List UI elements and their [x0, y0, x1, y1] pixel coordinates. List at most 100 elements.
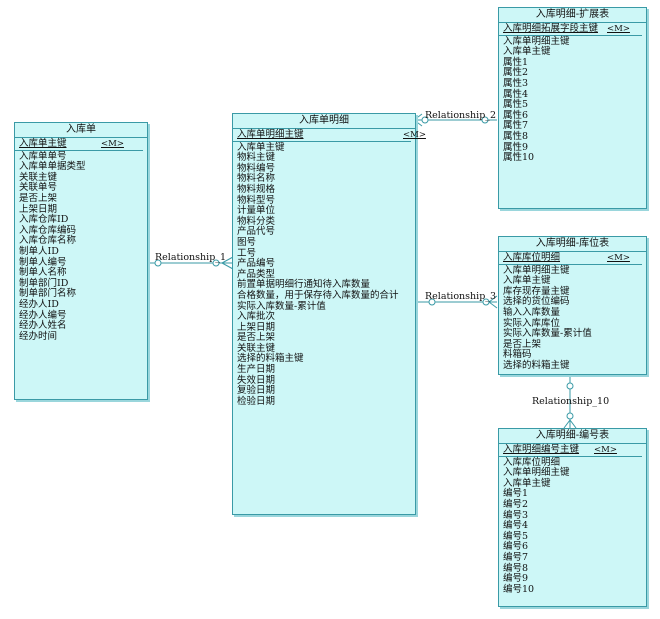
pk-divider: [499, 263, 642, 265]
attribute-row: 入库批次: [237, 311, 276, 323]
relationship-1-end-a: [154, 259, 162, 267]
attribute-row: 编号7: [503, 551, 529, 563]
relationship-1-label[interactable]: Relationship_1: [155, 252, 227, 263]
relationship-3-crowfoot-a: [488, 295, 498, 303]
attribute-row: 计量单位: [237, 205, 276, 217]
attribute-row: 入库单主键: [503, 275, 551, 287]
attribute-row: 检验日期: [237, 395, 276, 407]
attribute-row: 关联主键: [19, 171, 58, 183]
attribute-row: 物料分类: [237, 215, 276, 227]
attribute-row: 是否上架: [19, 192, 58, 204]
pk-divider: [499, 34, 642, 36]
attribute-row: 编号3: [503, 509, 529, 521]
attribute-row: 制单部门ID: [19, 277, 69, 289]
attribute-row: 入库仓库编码: [19, 224, 77, 236]
attribute-row: 输入入库数量: [503, 306, 561, 318]
attribute-row: 上架日期: [237, 321, 276, 333]
attribute-row: 经办时间: [19, 330, 58, 342]
attribute-row: 入库单明细主键: [503, 467, 570, 479]
pk-label: 入库库位明细: [503, 252, 561, 263]
attribute-row: 物料名称: [237, 173, 276, 185]
pk-divider: [15, 149, 143, 151]
relationship-2-end-b: [481, 116, 489, 124]
entity-title: 入库明细-库位表: [499, 237, 646, 252]
pk-tag: <M>: [594, 445, 617, 455]
pk-tag: <M>: [607, 253, 630, 263]
attribute-row: 编号9: [503, 573, 529, 585]
attribute-row: 选择的货位编码: [503, 296, 570, 308]
attribute-row: 编号1: [503, 488, 529, 500]
attribute-row: 属性9: [503, 141, 529, 153]
pk-tag: <M>: [607, 24, 630, 34]
pk-label: 入库单主键: [19, 138, 67, 149]
attribute-row: 入库单主键: [503, 46, 551, 58]
attribute-row: 选择的料箱主键: [237, 353, 304, 365]
attribute-row: 编号8: [503, 562, 529, 574]
entity-title: 入库明细-扩展表: [499, 8, 646, 23]
attribute-row: 实际入库库位: [503, 317, 561, 329]
attribute-row: 是否上架: [237, 332, 276, 344]
relationship-3-end-a: [428, 298, 436, 306]
attribute-row: 属性8: [503, 130, 529, 142]
primary-key-attribute: 入库单主键 <M>: [19, 138, 147, 150]
entity-attributes: 入库单主键 <M> 入库单单号入库单单据类型关联主键关联单号是否上架上架日期入库…: [15, 138, 147, 342]
relationship-3-label[interactable]: Relationship_3: [425, 291, 497, 302]
attribute-row: 属性3: [503, 77, 529, 89]
attribute-row: 编号6: [503, 541, 529, 553]
attribute-row: 属性10: [503, 152, 535, 164]
attribute-row: 上架日期: [19, 203, 58, 215]
pk-label: 入库明细编号主键: [503, 444, 580, 455]
attribute-row: 属性5: [503, 99, 529, 111]
attribute-row: 合格数量，用于保存待入库数量的合计: [237, 289, 399, 301]
pk-divider: [499, 455, 642, 457]
attribute-row: 入库单明细主键: [503, 35, 570, 47]
entity-title: 入库单明细: [233, 114, 415, 129]
attribute-row: 编号5: [503, 530, 529, 542]
primary-key-attribute: 入库库位明细 <M>: [503, 252, 646, 264]
attribute-row: 经办人编号: [19, 309, 67, 321]
attribute-row: 关联单号: [19, 182, 58, 194]
attribute-row: 入库库位明细: [503, 456, 561, 468]
attribute-row: 物料规格: [237, 183, 276, 195]
relationship-2-label[interactable]: Relationship_2: [425, 110, 497, 121]
entity-rukudan-mingxi[interactable]: 入库单明细 入库单明细主键 <M> 入库单主键物料主键物料编号物料名称物料规格物…: [232, 113, 426, 515]
attribute-row: 经办人ID: [19, 298, 59, 310]
attribute-row: 前置单据明细行通知待入库数量: [237, 279, 371, 291]
attribute-row: 入库仓库ID: [19, 214, 69, 226]
relationship-10-crowfoot-b: [569, 419, 577, 429]
entity-kuwei[interactable]: 入库明细-库位表 入库库位明细 <M> 入库单明细主键入库单主键库存现存量主键选…: [498, 236, 647, 375]
attribute-row: 制单部门名称: [19, 288, 77, 300]
attribute-row: 选择的料箱主键: [503, 359, 570, 371]
attribute-row: 制单人编号: [19, 256, 67, 268]
attribute-row: 属性2: [503, 67, 529, 79]
attribute-row: 经办人姓名: [19, 320, 67, 332]
relationship-10-end-b: [566, 412, 574, 420]
relationship-1-crowfoot-b: [221, 262, 234, 270]
attribute-row: 生产日期: [237, 364, 276, 376]
primary-key-attribute: 入库明细编号主键 <M>: [503, 444, 646, 456]
attribute-row: 是否上架: [503, 338, 542, 350]
primary-key-attribute: 入库单明细主键 <M>: [237, 129, 426, 141]
attribute-row: 工号: [237, 247, 257, 259]
attribute-row: 入库单明细主键: [503, 264, 570, 276]
attribute-row: 实际入库数量-累计值: [503, 328, 592, 340]
relationship-10-label[interactable]: Relationship_10: [532, 396, 610, 407]
relationship-3-crowfoot-b: [488, 301, 498, 309]
pk-tag: <M>: [403, 130, 426, 140]
attribute-row: 关联主键: [237, 342, 276, 354]
primary-key-attribute: 入库明细拓展字段主键 <M>: [503, 23, 646, 35]
entity-attributes: 入库库位明细 <M> 入库单明细主键入库单主键库存现存量主键选择的货位编码输入入…: [499, 252, 646, 372]
pk-label: 入库单明细主键: [237, 129, 304, 140]
attribute-row: 制单人ID: [19, 245, 59, 257]
attribute-row: 属性4: [503, 88, 529, 100]
attribute-row: 库存现存量主键: [503, 285, 570, 297]
attribute-row: 实际入库数量-累计值: [237, 300, 326, 312]
entity-rukudan[interactable]: 入库单 入库单主键 <M> 入库单单号入库单单据类型关联主键关联单号是否上架上架…: [14, 122, 148, 400]
pk-tag: <M>: [101, 139, 124, 149]
entity-title: 入库明细-编号表: [499, 429, 646, 444]
attribute-row: 产品类型: [237, 268, 276, 280]
attribute-row: 产品代号: [237, 226, 276, 238]
entity-bianhao[interactable]: 入库明细-编号表 入库明细编号主键 <M> 入库库位明细入库单明细主键入库单主键…: [498, 428, 647, 607]
